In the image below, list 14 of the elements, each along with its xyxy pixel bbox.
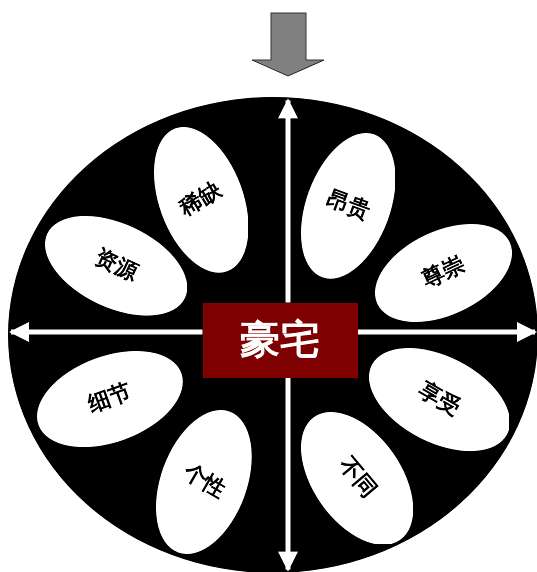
petal-label: 尊崇 <box>419 254 469 292</box>
petal-label: 享受 <box>414 379 464 420</box>
arrow <box>9 322 202 342</box>
title-text: 豪宅 <box>240 320 320 360</box>
petal-label: 稀缺 <box>176 179 226 220</box>
petal-label: 资源 <box>91 246 141 286</box>
petal-label: 不同 <box>334 454 380 502</box>
petal-label: 昂贵 <box>324 188 372 224</box>
arrow <box>278 378 298 572</box>
petal-label: 细节 <box>86 381 134 417</box>
arrow <box>358 322 537 342</box>
petal-label: 个性 <box>179 461 229 502</box>
arrow <box>278 98 298 302</box>
title-box <box>202 302 358 378</box>
